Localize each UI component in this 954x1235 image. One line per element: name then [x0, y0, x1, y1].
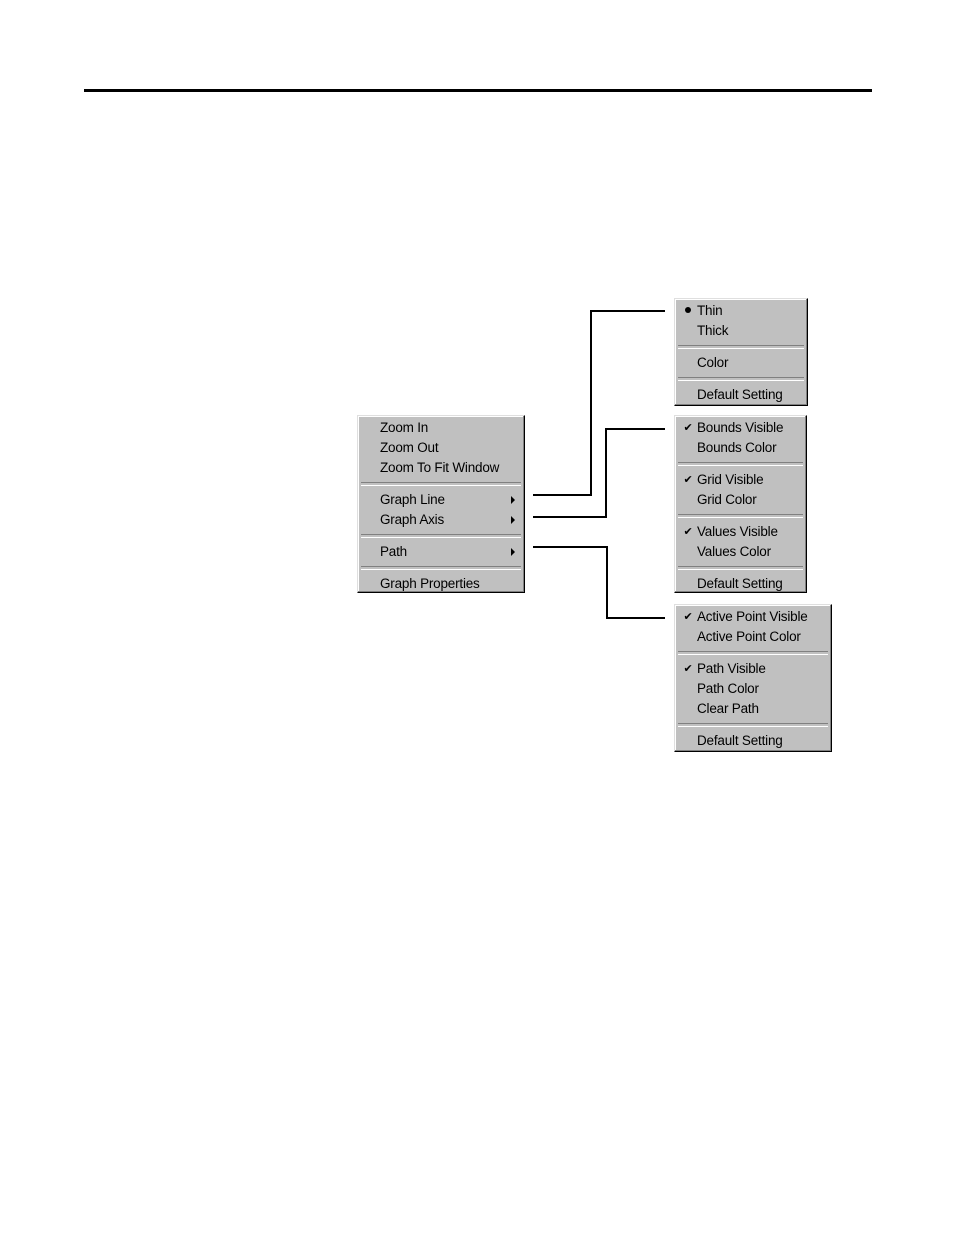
menu-item-label: Active Point Color [697, 629, 801, 644]
menu-item-label: Color [697, 355, 729, 370]
menu-separator [361, 566, 521, 570]
menu-item-default-setting[interactable]: Default Setting [678, 731, 828, 751]
menu-separator [678, 723, 828, 727]
menu-item-grid-color[interactable]: Grid Color [678, 490, 803, 510]
menu-item-label: Default Setting [697, 387, 783, 402]
connector-graph-line [533, 310, 665, 496]
menu-item-label: Graph Axis [380, 512, 445, 527]
menu-item-clear-path[interactable]: Clear Path [678, 699, 828, 719]
menu-separator [678, 514, 803, 518]
menu-item-label: Clear Path [697, 701, 759, 716]
menu-item-color[interactable]: Color [678, 353, 804, 373]
menu-item-label: Thin [697, 303, 723, 318]
menu-item-label: Path Color [697, 681, 759, 696]
menu-item-label: Grid Visible [697, 472, 764, 487]
menu-item-label: Values Color [697, 544, 771, 559]
check-icon: ✔ [683, 474, 693, 486]
check-icon: ✔ [683, 611, 693, 623]
menu-item-graph-line[interactable]: Graph Line [361, 490, 521, 510]
menu-separator [678, 566, 803, 570]
connector-path [533, 546, 665, 619]
menu-item-label: Bounds Visible [697, 420, 784, 435]
submenu-arrow-icon [511, 516, 515, 524]
menu-item-label: Path [380, 544, 407, 559]
menu-item-bounds-color[interactable]: Bounds Color [678, 438, 803, 458]
check-icon: ✔ [683, 663, 693, 675]
menu-item-label: Values Visible [697, 524, 778, 539]
menu-item-label: Active Point Visible [697, 609, 808, 624]
menu-item-label: Zoom In [380, 420, 429, 435]
menu-item-default-setting[interactable]: Default Setting [678, 385, 804, 405]
menu-item-label: Zoom Out [380, 440, 439, 455]
menu-separator [678, 345, 804, 349]
menu-item-zoom-to-fit[interactable]: Zoom To Fit Window [361, 458, 521, 478]
menu-item-default-setting[interactable]: Default Setting [678, 574, 803, 594]
menu-item-active-point-color[interactable]: Active Point Color [678, 627, 828, 647]
menu-item-label: Path Visible [697, 661, 766, 676]
graph-context-menu: Zoom In Zoom Out Zoom To Fit Window Grap… [357, 415, 525, 593]
menu-item-values-visible[interactable]: ✔ Values Visible [678, 522, 803, 542]
menu-item-label: Graph Line [380, 492, 445, 507]
header-rule [84, 89, 872, 92]
submenu-arrow-icon [511, 496, 515, 504]
menu-separator [678, 462, 803, 466]
menu-separator [361, 534, 521, 538]
menu-item-graph-properties[interactable]: Graph Properties [361, 574, 521, 594]
menu-separator [678, 651, 828, 655]
submenu-arrow-icon [511, 548, 515, 556]
graph-line-submenu: Thin Thick Color Default Setting [674, 298, 808, 406]
menu-item-zoom-out[interactable]: Zoom Out [361, 438, 521, 458]
menu-item-path-visible[interactable]: ✔ Path Visible [678, 659, 828, 679]
graph-axis-submenu: ✔ Bounds Visible Bounds Color ✔ Grid Visib… [674, 415, 807, 593]
menu-item-active-point-visible[interactable]: ✔ Active Point Visible [678, 607, 828, 627]
menu-separator [361, 482, 521, 486]
menu-item-label: Default Setting [697, 733, 783, 748]
menu-item-path[interactable]: Path [361, 542, 521, 562]
menu-item-label: Graph Properties [380, 576, 480, 591]
menu-separator [678, 377, 804, 381]
menu-item-label: Zoom To Fit Window [380, 460, 500, 475]
radio-dot-icon [682, 301, 694, 321]
menu-item-graph-axis[interactable]: Graph Axis [361, 510, 521, 530]
menu-item-zoom-in[interactable]: Zoom In [361, 418, 521, 438]
menu-item-label: Thick [697, 323, 729, 338]
check-icon: ✔ [683, 526, 693, 538]
menu-item-label: Default Setting [697, 576, 783, 591]
menu-item-values-color[interactable]: Values Color [678, 542, 803, 562]
menu-item-grid-visible[interactable]: ✔ Grid Visible [678, 470, 803, 490]
menu-item-label: Grid Color [697, 492, 757, 507]
menu-item-thin[interactable]: Thin [678, 301, 804, 321]
menu-item-bounds-visible[interactable]: ✔ Bounds Visible [678, 418, 803, 438]
menu-item-thick[interactable]: Thick [678, 321, 804, 341]
menu-item-label: Bounds Color [697, 440, 777, 455]
check-icon: ✔ [683, 422, 693, 434]
path-submenu: ✔ Active Point Visible Active Point Color… [674, 604, 832, 752]
menu-item-path-color[interactable]: Path Color [678, 679, 828, 699]
connector-graph-axis [533, 428, 665, 518]
